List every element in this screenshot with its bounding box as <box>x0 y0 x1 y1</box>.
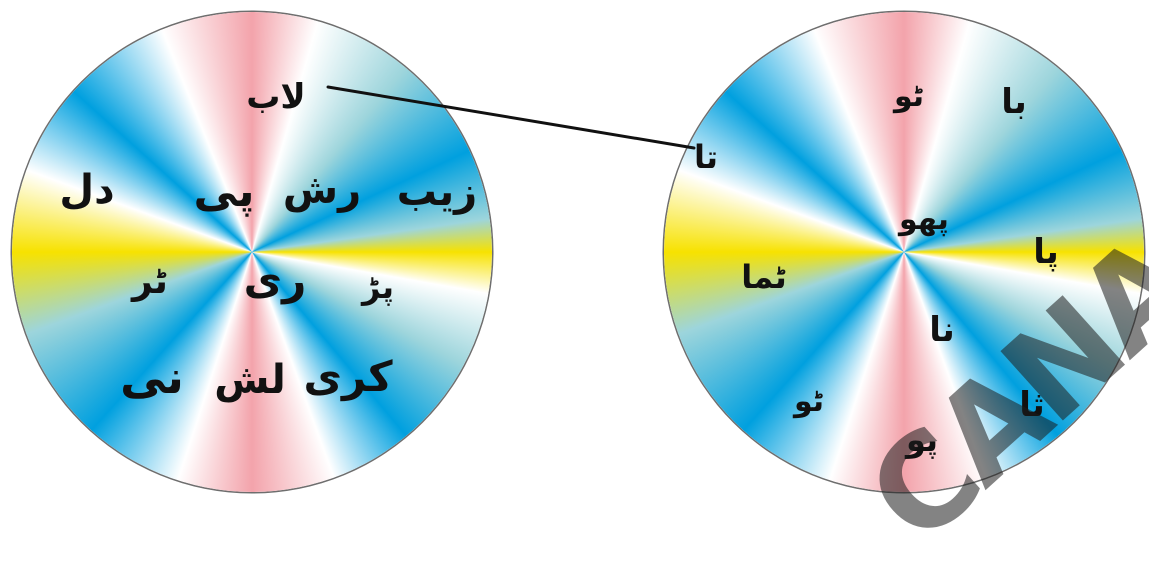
left-word-disc: لاب زیب رش پی دل ٹر ری پڑ نی لش کری <box>12 12 492 492</box>
left-word-ri: ری <box>243 255 307 304</box>
right-disc-color-wheel <box>664 12 1144 492</box>
right-word-pa: پا <box>1033 232 1059 272</box>
right-word-po: پو <box>905 421 939 459</box>
right-word-na: نا <box>929 310 955 350</box>
left-word-dil: دل <box>59 167 115 213</box>
right-word-phu: پھو <box>899 202 949 237</box>
right-word-to-top: ٹو <box>893 79 925 114</box>
right-word-ta: تا <box>693 138 719 176</box>
left-word-ni: نی <box>120 350 184 404</box>
left-word-rush: رش <box>282 167 362 213</box>
left-word-zeb: زیب <box>396 169 478 215</box>
right-word-to-bottom: ٹو <box>793 384 825 419</box>
left-word-kari: کری <box>303 352 393 401</box>
left-word-pi: پی <box>193 166 255 217</box>
right-word-ba: با <box>1001 82 1027 122</box>
left-word-laab: لاب <box>246 77 306 117</box>
left-word-parh: پڑ <box>362 268 394 306</box>
right-word-sha: ثا <box>1019 385 1045 425</box>
right-word-disc: با ٹو تا پھو پا ٹما نا ٹو ثا پو <box>664 12 1144 492</box>
right-word-tama: ٹما <box>741 258 787 296</box>
left-word-tar: ٹر <box>132 261 168 302</box>
left-word-lash: لش <box>214 357 286 403</box>
diagram-canvas: لاب زیب رش پی دل ٹر ری پڑ نی لش کری با ٹ… <box>12 12 1149 573</box>
